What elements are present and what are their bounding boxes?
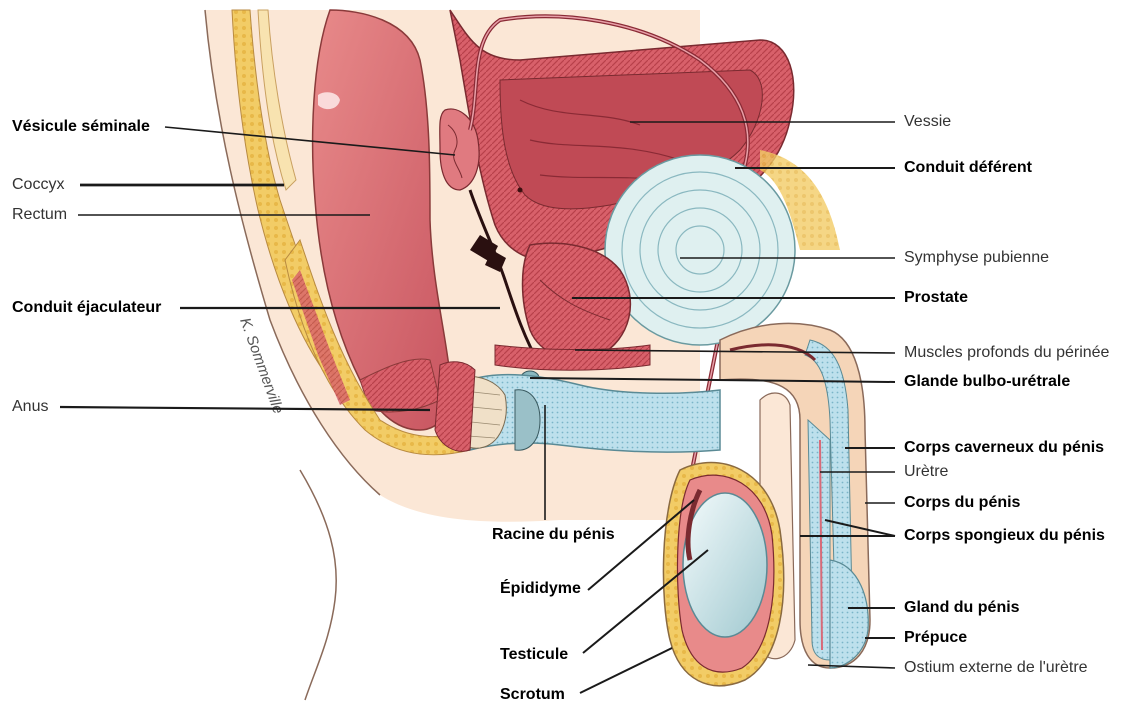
scrotum-testis — [663, 463, 783, 686]
label-gland-du-penis: Gland du pénis — [904, 599, 1020, 617]
label-symphyse-pubienne: Symphyse pubienne — [904, 249, 1049, 267]
label-rectum: Rectum — [12, 206, 67, 224]
label-glande-bulbo-uretrale: Glande bulbo-urétrale — [904, 373, 1070, 391]
label-muscles-profonds: Muscles profonds du périnée — [904, 344, 1109, 362]
label-prostate: Prostate — [904, 289, 968, 307]
label-corps-spongieux: Corps spongieux du pénis — [904, 527, 1105, 545]
label-conduit-deferent: Conduit déférent — [904, 159, 1032, 177]
label-uretre: Urètre — [904, 463, 948, 481]
label-coccyx: Coccyx — [12, 176, 64, 194]
label-testicule: Testicule — [500, 646, 568, 664]
label-scrotum: Scrotum — [500, 686, 565, 704]
label-ostium-externe: Ostium externe de l'urètre — [904, 659, 1088, 677]
label-anus: Anus — [12, 398, 48, 416]
label-vessie: Vessie — [904, 113, 951, 131]
label-racine-du-penis: Racine du pénis — [492, 526, 615, 544]
leader-scrotum — [580, 648, 672, 693]
label-conduit-ejaculateur: Conduit éjaculateur — [12, 299, 161, 317]
label-prepuce: Prépuce — [904, 629, 967, 647]
pubic-symphysis — [605, 150, 840, 345]
label-vesicule-seminale: Vésicule séminale — [12, 118, 150, 136]
label-corps-caverneux: Corps caverneux du pénis — [904, 439, 1104, 457]
label-epididyme: Épididyme — [500, 580, 581, 598]
label-corps-du-penis: Corps du pénis — [904, 494, 1020, 512]
